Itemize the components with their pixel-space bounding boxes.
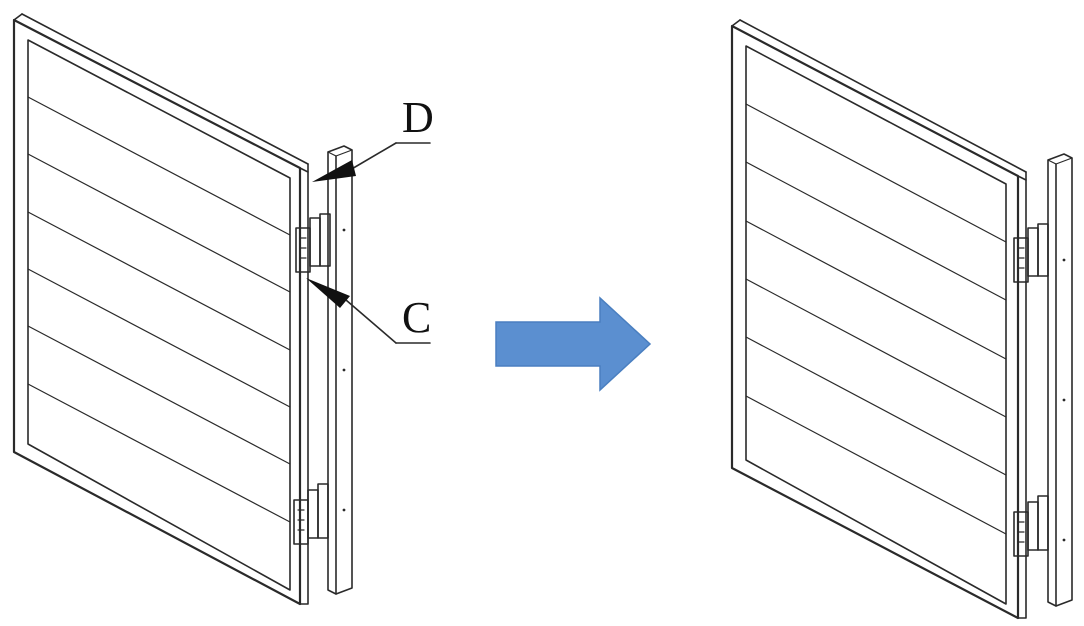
label-c: C: [402, 293, 431, 342]
pointer-arrow-d-icon: [312, 160, 356, 182]
gate-panel-after: [730, 19, 1027, 620]
gate-post-after: [1047, 153, 1073, 607]
hinge-top-after: [1013, 223, 1049, 283]
callout-c: C: [306, 278, 431, 344]
pointer-arrow-c-icon: [306, 278, 350, 308]
hinge-bottom-before: [293, 483, 329, 545]
label-d: D: [402, 93, 434, 142]
gate-post-before: [327, 145, 353, 595]
hinge-bottom-after: [1013, 495, 1049, 557]
hinge-top-before: [295, 213, 331, 273]
gate-slats-after: [745, 103, 1007, 535]
gate-slats-before: [27, 96, 291, 523]
direction-arrow-icon: [495, 296, 652, 392]
callout-d: D: [312, 93, 434, 182]
gate-panel-before: [12, 13, 309, 606]
